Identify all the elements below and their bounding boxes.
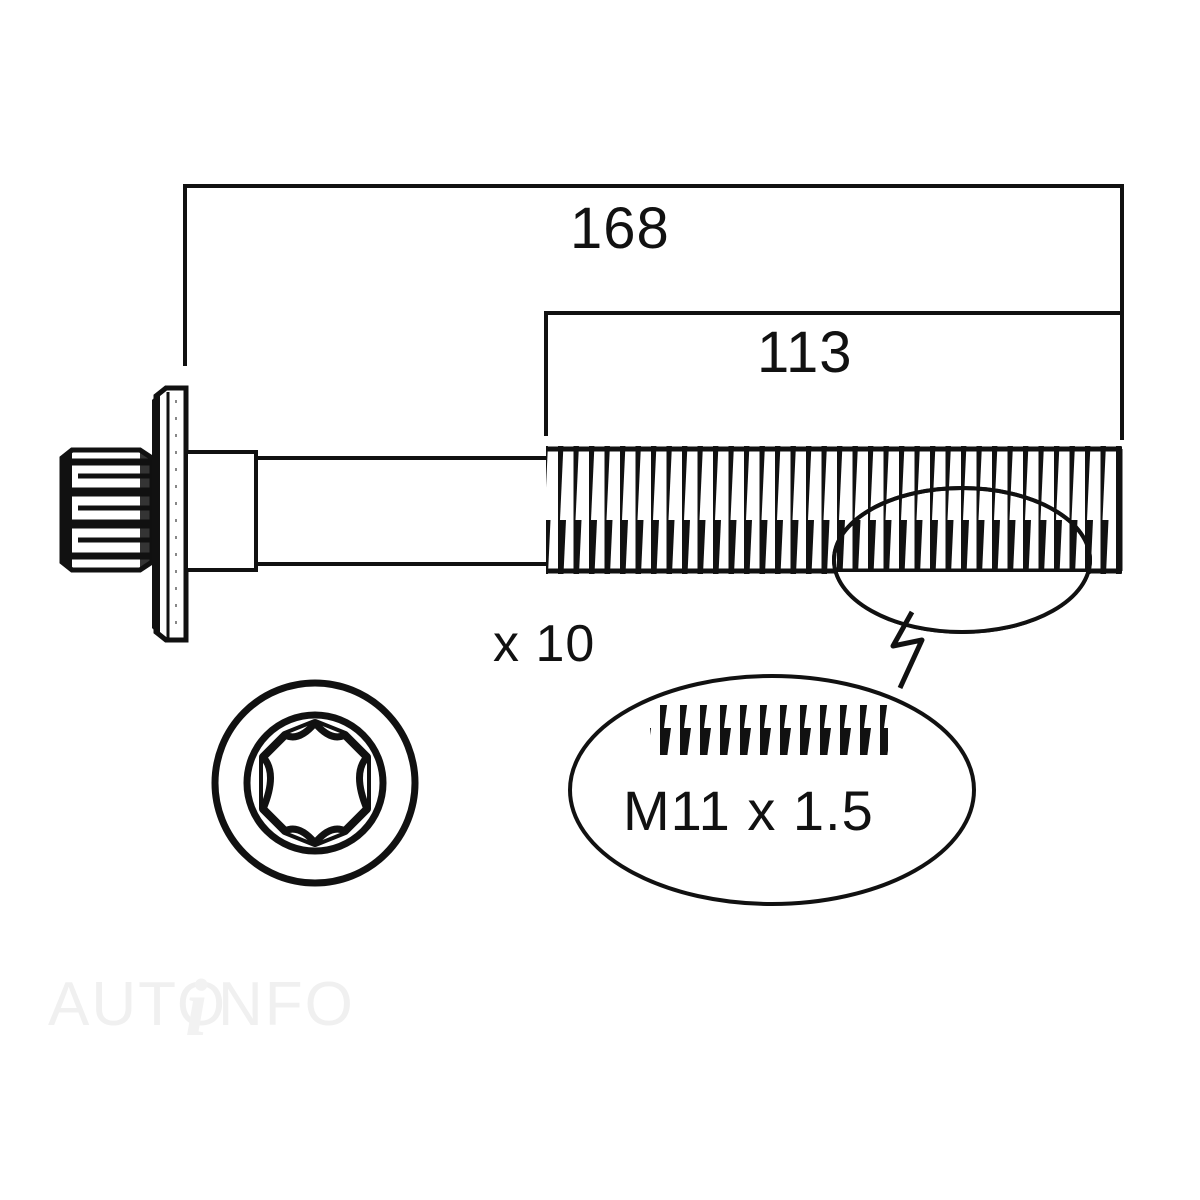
bolt-shank [184, 450, 550, 572]
bolt-side-view [59, 385, 1123, 690]
dimension-label-168: 168 [570, 196, 670, 261]
thread-spec-callout [568, 674, 976, 906]
watermark-autoinfo: AUTO i NFO [48, 962, 355, 1053]
bolt-flange-washer [152, 385, 189, 643]
thread-spec-label: M11 x 1.5 [623, 779, 874, 842]
watermark-text-left: AUTO [48, 970, 227, 1039]
watermark-accent-i: i [185, 962, 208, 1053]
callout-leader-line [890, 610, 925, 690]
dimension-line-113 [544, 311, 1124, 436]
bolt-head-spline [59, 447, 155, 573]
watermark-text-right: NFO [218, 970, 355, 1039]
torx-head-end-view [211, 679, 419, 887]
magnified-thread-profile [650, 705, 888, 755]
quantity-label: x 10 [493, 615, 595, 673]
dimension-label-113: 113 [757, 320, 852, 385]
